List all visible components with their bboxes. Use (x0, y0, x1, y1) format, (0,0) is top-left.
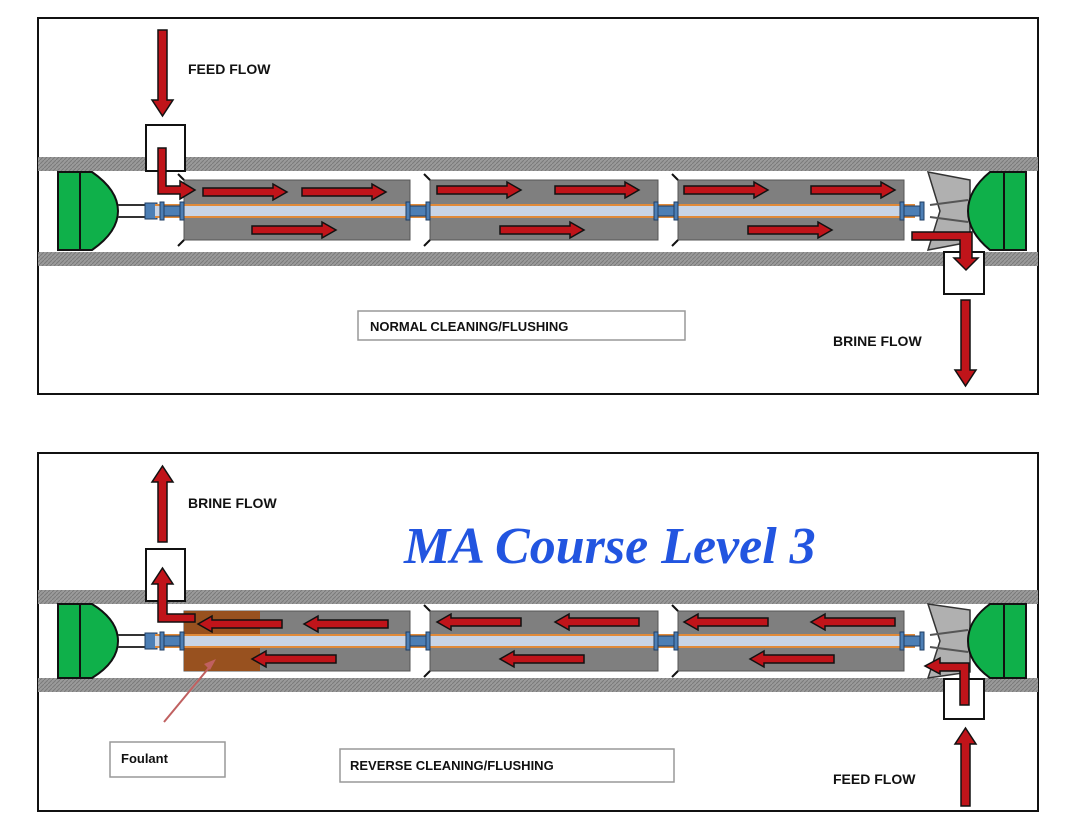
vessel-wall-bottom (38, 678, 1038, 692)
feed-inlet (923, 656, 985, 807)
brine-flow-label: BRINE FLOW (188, 495, 277, 511)
foulant-label: Foulant (121, 751, 169, 766)
left-end-cap (57, 603, 158, 679)
permeate-tube (155, 204, 915, 218)
mode-label: NORMAL CLEANING/FLUSHING (370, 319, 568, 334)
feed-flow-label: FEED FLOW (188, 61, 271, 77)
brine-outlet (911, 231, 985, 388)
brine-seals (177, 173, 679, 247)
right-end-cap (926, 603, 1027, 679)
mode-label-box (357, 310, 686, 341)
mode-label: REVERSE CLEANING/FLUSHING (350, 758, 554, 773)
bottom-panel: BRINE FLOW FEED FLOW Foulant REVERSE CLE… (37, 452, 1039, 812)
foulant-label-box (109, 741, 226, 778)
mode-label-box (339, 748, 675, 783)
permeate-tube (155, 634, 915, 648)
vessel-wall-top (38, 590, 1038, 604)
vessel-wall-top (38, 157, 1038, 171)
foulant-pointer-line (163, 663, 213, 723)
brine-seals (423, 604, 679, 678)
left-end-cap (57, 171, 158, 251)
brine-flow-label: BRINE FLOW (833, 333, 922, 349)
top-panel: FEED FLOW BRINE FLOW NORMAL CLEANING/FLU… (37, 17, 1039, 395)
feed-flow-label: FEED FLOW (833, 771, 916, 787)
feed-inlet (145, 29, 197, 201)
foulant-pointer-head (204, 659, 216, 670)
vessel-wall-bottom (38, 252, 1038, 266)
watermark-title: MA Course Level 3 (403, 518, 816, 575)
right-end-cap (926, 171, 1027, 251)
brine-outlet (145, 464, 196, 623)
